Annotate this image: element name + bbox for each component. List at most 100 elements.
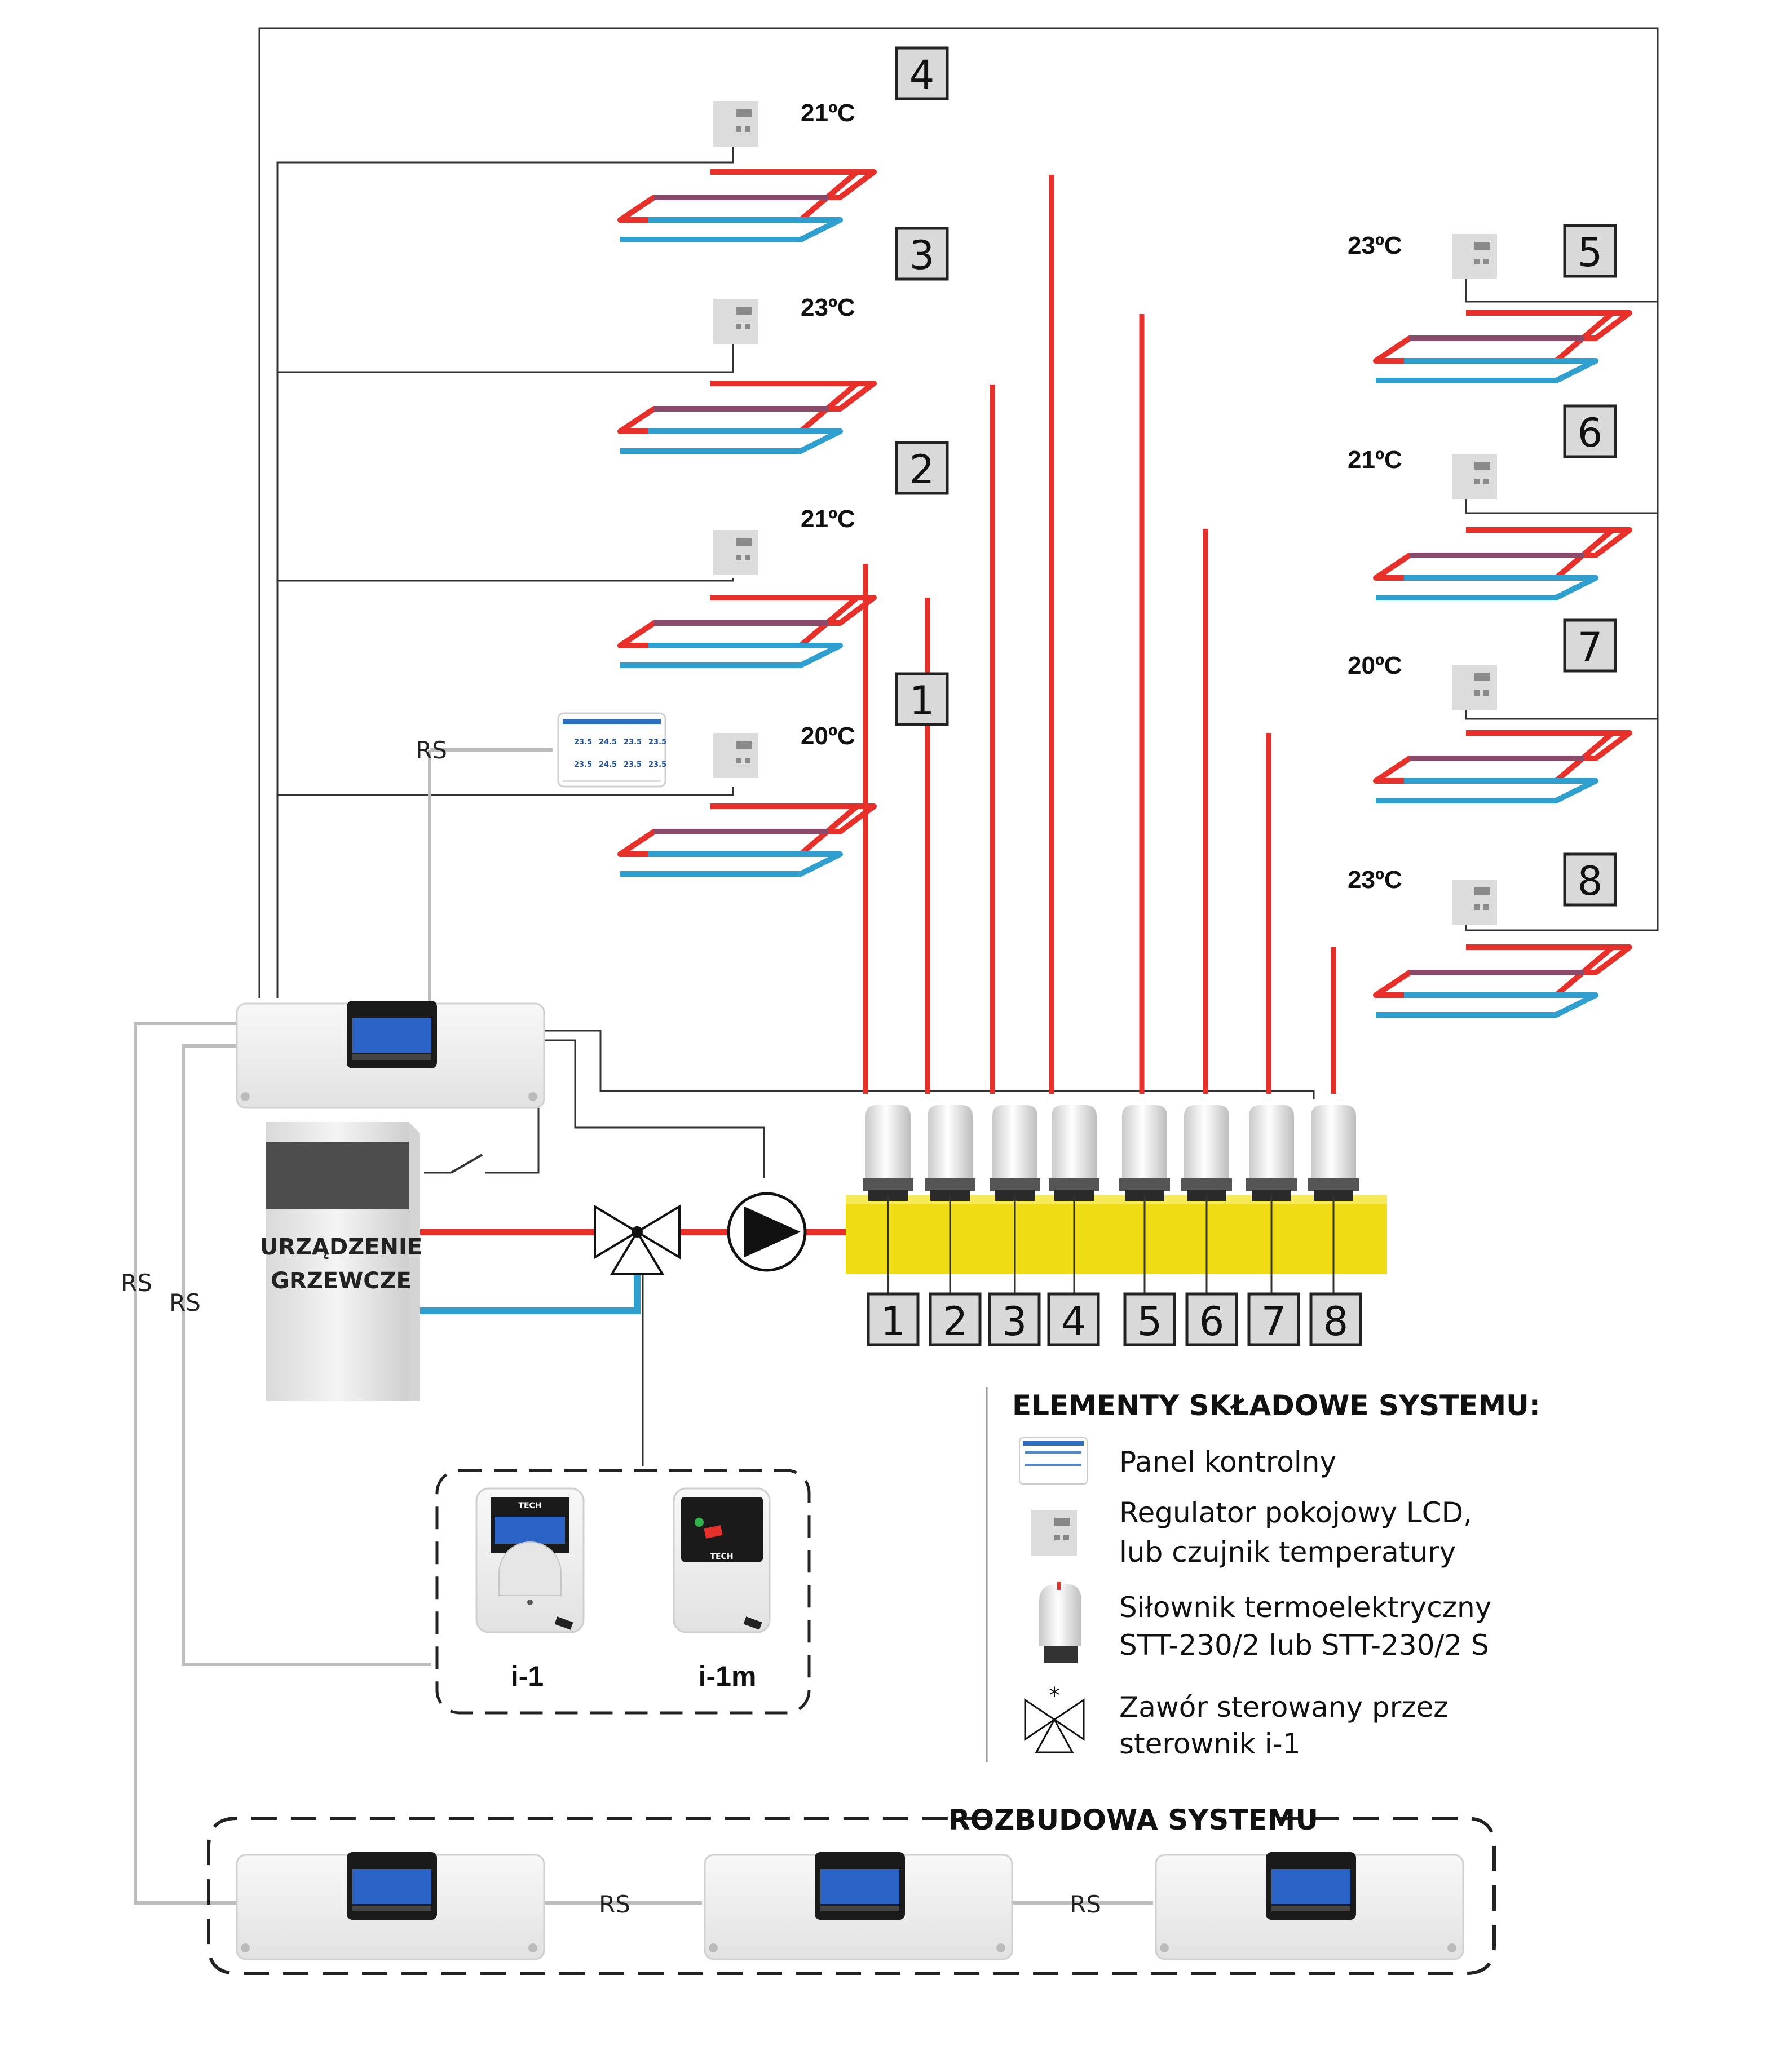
actuators <box>863 1105 1359 1322</box>
expansion-controllers <box>236 1852 1464 1960</box>
heater-label-line-2: GRZEWCZE <box>271 1268 412 1294</box>
manifold-outlet-5: 5 <box>1123 1292 1176 1346</box>
room-regulator-8[interactable] <box>1452 880 1497 925</box>
circulation-pump[interactable] <box>727 1192 807 1272</box>
svg-text:24.5: 24.5 <box>599 761 617 769</box>
legend: ELEMENTY SKŁADOWE SYSTEMU: Panel kontrol… <box>986 1387 1540 1762</box>
manifold-outlet-3: 3 <box>988 1292 1041 1346</box>
floor-loop-zone-2 <box>617 595 877 668</box>
floor-loop-zone-5 <box>1373 310 1632 383</box>
room-regulator-6[interactable] <box>1452 454 1497 499</box>
floor-loop-zone-7 <box>1373 730 1632 803</box>
zone-number-7: 7 <box>1563 618 1617 673</box>
room-regulator-7[interactable] <box>1452 665 1497 710</box>
heater-label-line-1: URZĄDZENIE <box>260 1234 422 1260</box>
control-panel-icon <box>1019 1437 1088 1485</box>
expansion-controller-1[interactable] <box>236 1852 545 1960</box>
legend-title: ELEMENTY SKŁADOWE SYSTEMU: <box>1012 1389 1540 1422</box>
floor-loop-zone-3 <box>617 381 877 454</box>
svg-text:1: 1 <box>909 678 935 724</box>
manifold <box>846 1195 1387 1274</box>
zone-temp-3: 23ºC <box>801 294 855 321</box>
legend-item-4-line-2: sterownik i-1 <box>1119 1728 1301 1760</box>
expansion-controller-3[interactable] <box>1155 1852 1464 1960</box>
room-regulators <box>713 101 1497 925</box>
zone-temp-7: 20ºC <box>1348 652 1402 679</box>
svg-text:8: 8 <box>1323 1298 1349 1345</box>
svg-text:*: * <box>1049 1683 1060 1708</box>
room-regulator-5[interactable] <box>1452 234 1497 279</box>
rs-wires <box>134 748 1153 1905</box>
rs-label-left-1: RS <box>121 1269 152 1297</box>
svg-text:4: 4 <box>1061 1298 1087 1345</box>
svg-text:24.5: 24.5 <box>599 738 617 746</box>
floor-loop-zone-6 <box>1373 527 1632 600</box>
zone-number-1: 1 <box>895 672 949 726</box>
zone-number-5: 5 <box>1563 224 1617 278</box>
svg-text:6: 6 <box>1199 1298 1225 1345</box>
main-controller[interactable] <box>236 1001 545 1109</box>
supply-lines <box>863 175 1336 1094</box>
actuator-icon <box>1039 1582 1081 1663</box>
legend-item-4-line-1: Zawór sterowany przez <box>1119 1691 1449 1724</box>
mixing-valve-icon: * <box>1024 1683 1085 1753</box>
expansion-controller-2[interactable] <box>704 1852 1013 1960</box>
floor-heating-loops <box>617 169 1632 1018</box>
mixing-controllers-group: TECH TECH i-1 i-1m <box>435 1469 811 1715</box>
zone-temp-6: 21ºC <box>1348 446 1402 474</box>
svg-text:23.5: 23.5 <box>574 738 592 746</box>
manifold-outlet-1: 1 <box>867 1292 920 1346</box>
room-regulator-3[interactable] <box>713 299 758 344</box>
zone-number-3: 3 <box>895 227 949 281</box>
actuator-4 <box>1049 1105 1099 1322</box>
rs-label-left-2: RS <box>169 1289 201 1316</box>
rs-label-exp-2: RS <box>1070 1890 1101 1918</box>
expansion-title: ROZBUDOWA SYSTEMU <box>948 1804 1318 1836</box>
actuator-5 <box>1119 1105 1170 1322</box>
actuator-6 <box>1181 1105 1232 1322</box>
legend-item-1-line-1: Panel kontrolny <box>1119 1446 1336 1478</box>
zone-temp-1: 20ºC <box>801 722 855 750</box>
room-regulator-1[interactable] <box>713 733 758 778</box>
i1-controller[interactable]: TECH <box>475 1487 585 1633</box>
svg-text:6: 6 <box>1578 410 1603 456</box>
manifold-outlet-2: 2 <box>929 1292 982 1346</box>
svg-text:23.5: 23.5 <box>648 761 666 769</box>
actuator-7 <box>1246 1105 1297 1322</box>
svg-text:2: 2 <box>909 447 935 493</box>
svg-text:8: 8 <box>1578 858 1603 904</box>
svg-text:1: 1 <box>881 1298 906 1345</box>
zone-temp-5: 23ºC <box>1348 232 1402 259</box>
zone-number-6: 6 <box>1563 404 1617 458</box>
legend-item-2-line-2: lub czujnik temperatury <box>1119 1536 1456 1569</box>
room-regulator-2[interactable] <box>713 530 758 575</box>
legend-item-3-line-2: STT-230/2 lub STT-230/2 S <box>1119 1629 1489 1662</box>
legend-item-3-line-1: Siłownik termoelektryczny <box>1119 1591 1491 1624</box>
actuator-2 <box>925 1105 975 1322</box>
heating-device: URZĄDZENIE GRZEWCZE <box>260 1122 422 1401</box>
zone-number-4: 4 <box>895 46 949 100</box>
rs-label-panel: RS <box>416 736 447 764</box>
actuator-1 <box>863 1105 913 1322</box>
floor-loop-zone-1 <box>617 803 877 877</box>
room-regulator-icon <box>1031 1510 1077 1556</box>
mixing-valve[interactable] <box>594 1204 681 1275</box>
svg-text:23.5: 23.5 <box>648 738 666 746</box>
i1m-brand: TECH <box>710 1552 733 1561</box>
zone-number-8: 8 <box>1563 852 1617 907</box>
svg-text:23.5: 23.5 <box>624 761 642 769</box>
room-regulator-4[interactable] <box>713 101 758 147</box>
i1m-controller[interactable]: TECH <box>673 1487 771 1633</box>
svg-text:7: 7 <box>1578 624 1603 670</box>
manifold-outlet-8: 8 <box>1309 1292 1362 1346</box>
i1-brand: TECH <box>518 1501 541 1510</box>
manifold-outlet-7: 7 <box>1247 1292 1300 1346</box>
main-controller-body[interactable] <box>236 1001 545 1109</box>
manifold-outlet-6: 6 <box>1185 1292 1238 1346</box>
rs-label-exp-1: RS <box>599 1890 630 1918</box>
zone-number-2: 2 <box>895 441 949 495</box>
i1-label: i-1 <box>511 1660 544 1692</box>
zone-temp-2: 21ºC <box>801 505 855 533</box>
